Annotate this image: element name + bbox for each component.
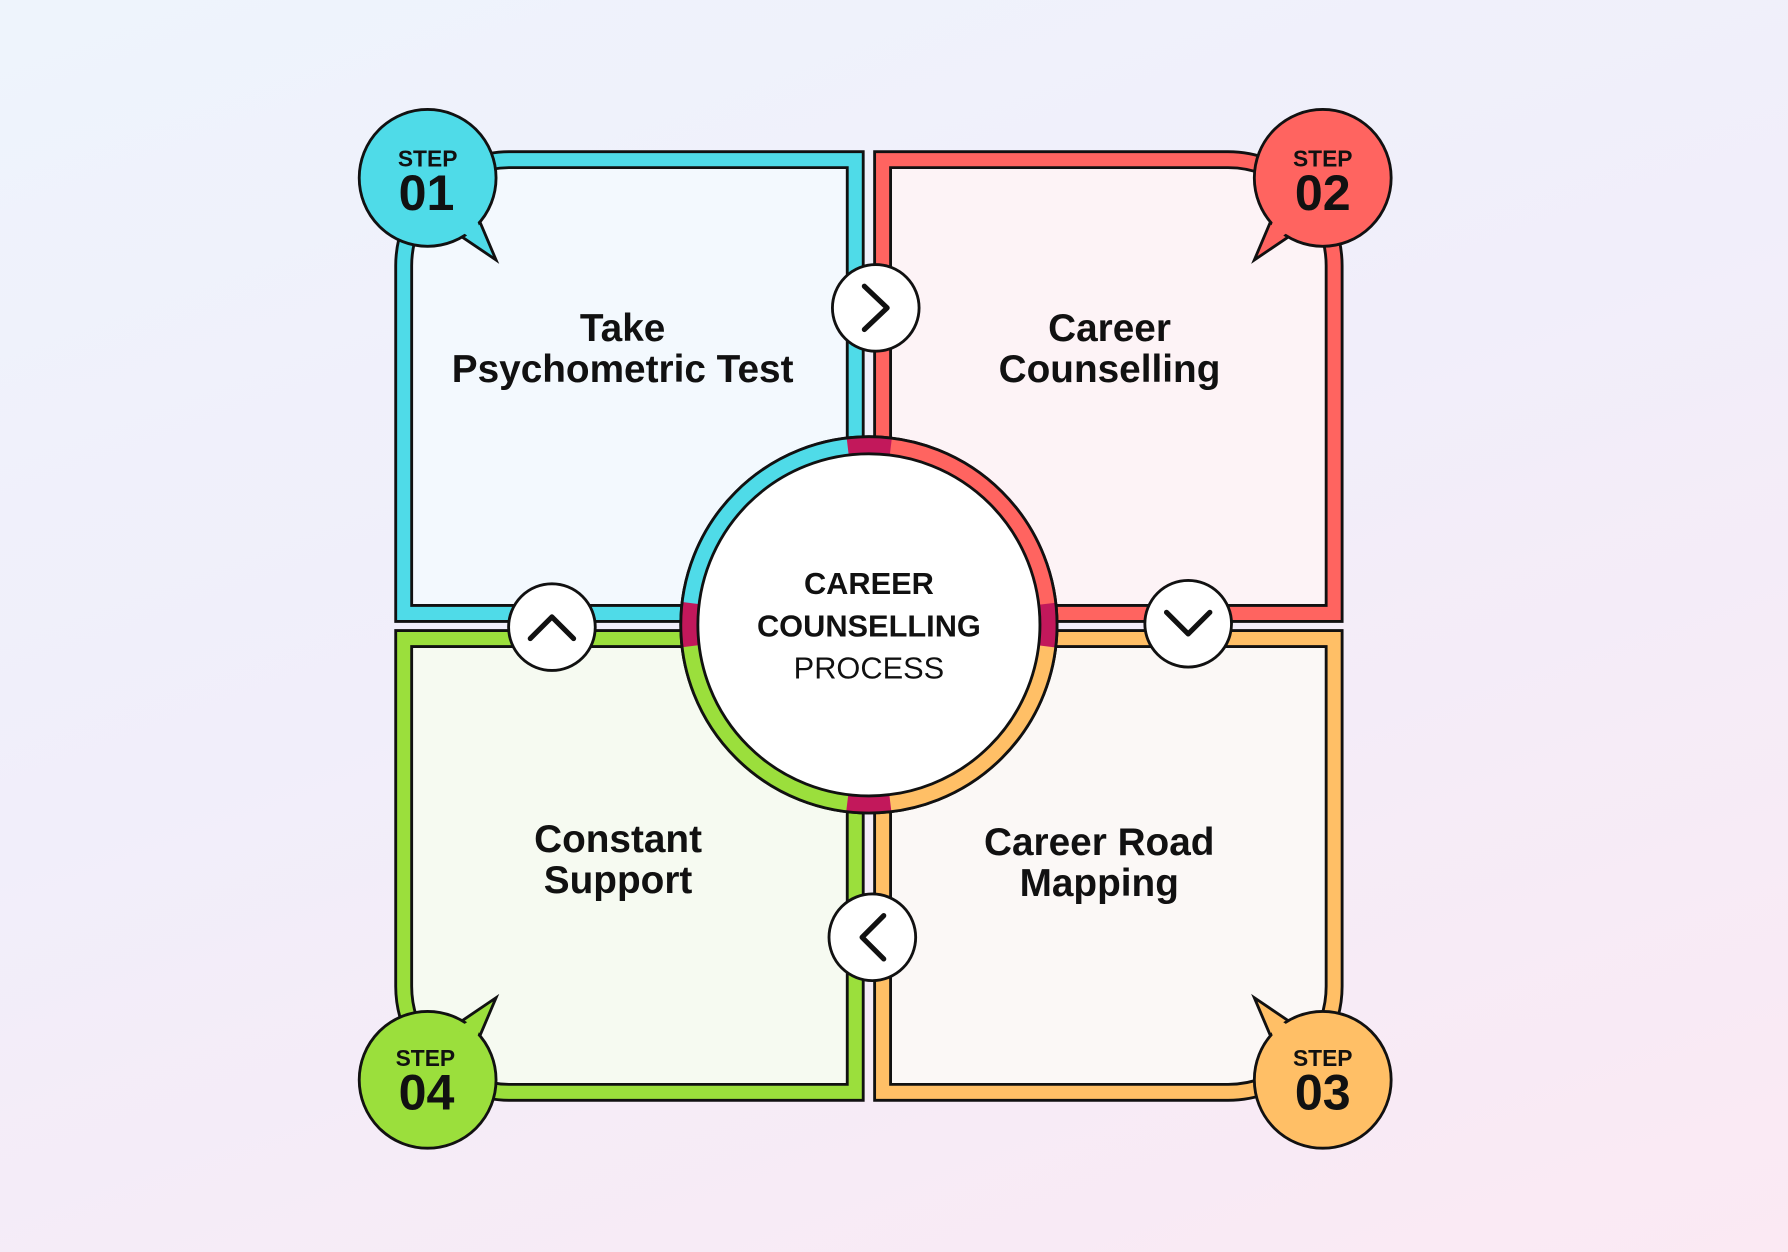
step-2-number: 02 xyxy=(1295,165,1351,221)
chevron-right-icon xyxy=(861,283,890,333)
hub-arc-step-4 xyxy=(680,624,869,814)
step-1-title-line1: Take xyxy=(580,307,665,350)
step-4-badge: STEP 04 xyxy=(357,993,500,1150)
step-1-title-line2: Psychometric Test xyxy=(452,348,794,391)
arrow-up-button[interactable] xyxy=(507,582,597,672)
chevron-left-icon xyxy=(859,913,887,962)
step-4-label: STEP xyxy=(396,1045,456,1071)
center-title-line3: PROCESS xyxy=(794,650,944,685)
step-4-number: 04 xyxy=(399,1064,455,1120)
center-title-line1: CAREER xyxy=(804,566,934,601)
arrow-down-button[interactable] xyxy=(1143,578,1233,669)
step-3-title-line2: Mapping xyxy=(1020,862,1179,905)
step-3-label: STEP xyxy=(1293,1045,1353,1071)
step-2-label: STEP xyxy=(1293,145,1353,171)
arrow-right-button[interactable] xyxy=(831,263,921,353)
hub-inner-circle xyxy=(696,452,1042,798)
hub-outer-line xyxy=(679,435,1059,815)
step-2-badge: STEP 02 xyxy=(1251,108,1393,264)
step-1-label: STEP xyxy=(398,145,458,171)
step-2-title-line2: Counselling xyxy=(999,348,1221,391)
step-1-badge: STEP 01 xyxy=(357,108,500,264)
hub-arc-step-2 xyxy=(868,436,1058,625)
hub-arc-step-1 xyxy=(680,436,869,625)
center-title-line2: COUNSELLING xyxy=(757,608,981,643)
step-1-number: 01 xyxy=(399,165,455,221)
step-4-title-line2: Support xyxy=(544,859,693,902)
hub-arc-step-3 xyxy=(868,624,1058,814)
step-2-title-line1: Career xyxy=(1048,307,1171,350)
step-4-title-line1: Constant xyxy=(534,818,702,861)
arrow-left-button[interactable] xyxy=(827,892,918,983)
step-3-number: 03 xyxy=(1295,1064,1351,1120)
chevron-up-icon xyxy=(527,614,577,642)
hub-joints xyxy=(680,436,1058,814)
center-hub: CAREER COUNSELLING PROCESS xyxy=(679,435,1059,815)
step-3-title-line1: Career Road xyxy=(984,821,1214,864)
step-3-badge: STEP 03 xyxy=(1251,993,1393,1150)
chevron-down-icon xyxy=(1163,609,1213,637)
